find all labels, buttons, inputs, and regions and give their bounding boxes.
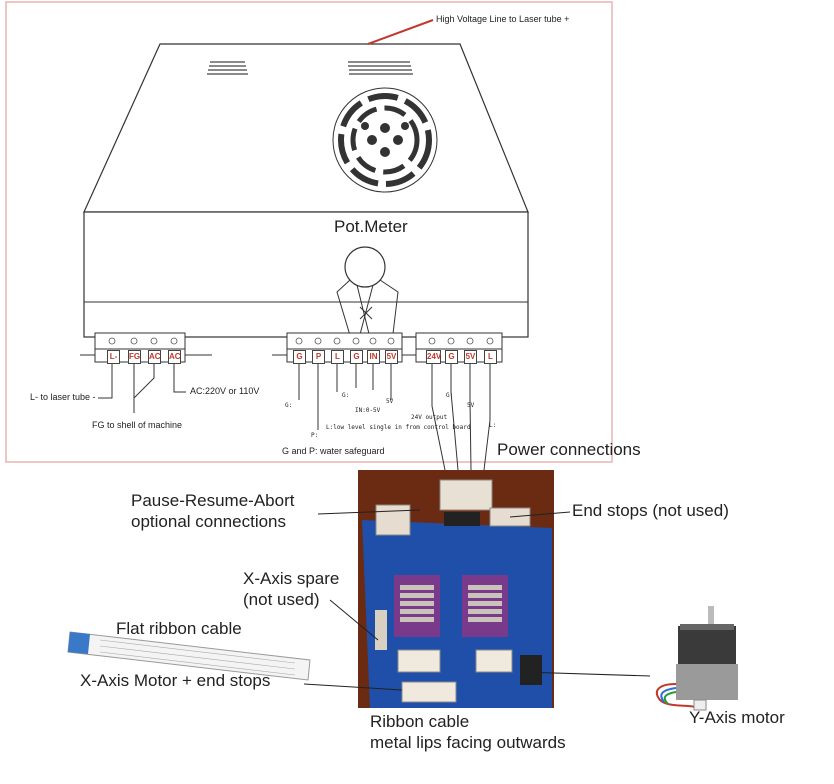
out-24v-label: 24V output <box>411 414 448 421</box>
fan-icon <box>332 87 438 193</box>
g-left-label: G: <box>285 402 293 409</box>
ribbon-cable-label: Ribbon cable metal lips facing outwards <box>370 712 566 752</box>
pin-l-2: L <box>484 350 497 364</box>
pin-ac-1: AC <box>148 350 161 364</box>
y-axis-motor-label: Y-Axis motor <box>689 708 785 727</box>
pin-g-3: G <box>445 350 458 364</box>
l-right-label: L: <box>489 422 497 429</box>
pin-fg: FG <box>128 350 141 364</box>
hv-line <box>367 19 434 45</box>
g-mid-label: G: <box>342 392 350 399</box>
psu-front <box>83 211 529 338</box>
pot-meter-label: Pot.Meter <box>334 217 408 236</box>
pin-ac-2: AC <box>168 350 181 364</box>
pause-resume-abort-label: Pause-Resume-Abort optional connections <box>131 491 295 531</box>
pin-l: L <box>331 350 344 364</box>
x-axis-motor-label: X-Axis Motor + end stops <box>80 671 271 690</box>
controller-board-photo <box>358 470 554 708</box>
power-wires <box>431 391 491 471</box>
y-axis-motor-photo <box>655 606 738 711</box>
x-axis-spare-label: X-Axis spare (not used) <box>243 569 340 609</box>
pin-24v: 24V <box>426 350 441 364</box>
flat-ribbon-cable-photo <box>67 631 311 681</box>
psu-frame <box>5 1 613 463</box>
l-minus-label: L- to laser tube - <box>30 392 96 402</box>
l-low-label: L:low level single in from control board <box>326 424 471 431</box>
psu-vents <box>207 61 413 75</box>
five-v-label: 5V <box>386 398 394 405</box>
ac-input-label: AC:220V or 110V <box>190 386 260 396</box>
pin-in: IN <box>367 350 380 364</box>
terminal-leads <box>98 362 491 430</box>
terminal-screws <box>108 337 494 345</box>
hv-line-label: High Voltage Line to Laser tube + <box>436 14 570 24</box>
in-range-label: IN:0-5V <box>355 407 381 414</box>
pin-g: G <box>293 350 306 364</box>
pin-p: P <box>312 350 325 364</box>
pointer-lines <box>303 509 651 691</box>
flat-ribbon-label: Flat ribbon cable <box>116 619 242 638</box>
power-connections-label: Power connections <box>497 440 641 459</box>
p-label: P: <box>311 432 319 439</box>
fg-shell-label: FG to shell of machine <box>92 420 183 430</box>
pin-5v: 5V <box>385 350 398 364</box>
pot-meter-icon <box>344 246 386 288</box>
five-v-right-label: 5V <box>467 402 475 409</box>
g-right-label: G: <box>446 392 454 399</box>
psu-top <box>83 43 529 213</box>
pin-5v-2: 5V <box>464 350 477 364</box>
g-p-safeguard-label: G and P: water safeguard <box>282 446 385 456</box>
pin-l-minus: L- <box>107 350 120 364</box>
end-stops-label: End stops (not used) <box>572 501 729 520</box>
pin-g-2: G <box>350 350 363 364</box>
